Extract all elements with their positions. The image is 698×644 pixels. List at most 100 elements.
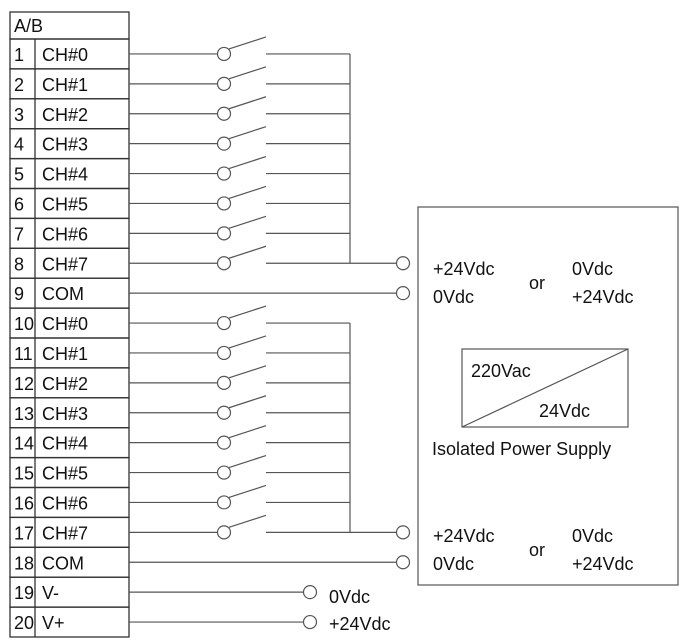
terminal-number: 10 <box>14 314 34 334</box>
terminal-label: CH#3 <box>42 404 88 424</box>
terminal-number: 20 <box>14 613 34 633</box>
ps-terminal <box>395 525 411 540</box>
terminal-header: A/B <box>14 16 43 36</box>
terminal-number: 4 <box>14 135 24 155</box>
vplus-label: +24Vdc <box>329 614 391 634</box>
terminal-number: 18 <box>14 553 34 573</box>
terminal-number: 15 <box>14 464 34 484</box>
power-supply-caption: Isolated Power Supply <box>432 439 611 459</box>
switch-blade <box>228 215 267 229</box>
converter-input: 220Vac <box>471 361 531 381</box>
terminal-label: CH#3 <box>42 135 88 155</box>
ps-terminal <box>395 555 411 570</box>
supply-terminal <box>302 585 318 600</box>
group1-or: or <box>529 273 545 293</box>
group2-a-top: +24Vdc <box>433 526 495 546</box>
group2-b-bottom: +24Vdc <box>572 554 634 574</box>
terminal-number: 2 <box>14 75 24 95</box>
switch-blade <box>228 305 267 319</box>
terminal-number: 13 <box>14 404 34 424</box>
switch-blade <box>228 126 267 140</box>
terminal-label: CH#5 <box>42 195 88 215</box>
terminal-label: V+ <box>42 613 65 633</box>
terminal-number: 5 <box>14 165 24 185</box>
switch-contact <box>216 256 232 271</box>
terminal-label: CH#4 <box>42 165 88 185</box>
group2-b-top: 0Vdc <box>572 526 613 546</box>
terminal-label: CH#0 <box>42 45 88 65</box>
switch-contact <box>216 315 232 331</box>
group1-b-bottom: +24Vdc <box>572 287 634 307</box>
ps-terminal <box>395 256 411 271</box>
terminal-label: CH#7 <box>42 254 88 274</box>
terminal-number: 1 <box>14 45 24 65</box>
converter-output: 24Vdc <box>539 401 590 421</box>
terminal-number: 9 <box>14 284 24 304</box>
group2-or: or <box>529 540 545 560</box>
terminal-number: 8 <box>14 254 24 274</box>
switch-contact <box>216 375 232 390</box>
switch-contact <box>216 106 232 121</box>
switch-contact <box>216 435 232 450</box>
terminal-label: V- <box>42 583 59 603</box>
terminal-number: 14 <box>14 434 34 454</box>
switch-contact <box>216 136 232 151</box>
terminal-label: CH#6 <box>42 494 88 514</box>
group1-a-top: +24Vdc <box>433 259 495 279</box>
switch-blade <box>228 185 267 200</box>
converter-box <box>461 348 629 428</box>
terminal-number: 17 <box>14 523 34 543</box>
terminal-label: CH#1 <box>42 344 88 364</box>
terminal-number: 3 <box>14 105 24 125</box>
switch-contact <box>216 226 232 241</box>
supply-terminal <box>302 614 318 630</box>
terminal-number: 7 <box>14 224 24 244</box>
terminal-label: CH#4 <box>42 434 88 454</box>
switch-contact <box>216 196 232 211</box>
switch-blade <box>228 96 267 110</box>
terminal-label: CH#2 <box>42 374 88 394</box>
terminal-number: 16 <box>14 494 34 514</box>
switch-blade <box>228 335 267 349</box>
terminal-label: COM <box>42 553 84 573</box>
terminal-label: CH#1 <box>42 75 88 95</box>
wiring <box>129 36 411 630</box>
switch-contact <box>216 405 232 420</box>
terminal-number: 11 <box>14 344 33 364</box>
switch-blade <box>228 395 267 409</box>
terminal-number: 12 <box>14 374 34 394</box>
terminal-label: CH#7 <box>42 523 88 543</box>
terminal-label: CH#5 <box>42 464 88 484</box>
switch-contact <box>216 166 232 181</box>
switch-contact <box>216 46 232 62</box>
switch-blade <box>228 66 267 80</box>
switch-blade <box>228 484 267 499</box>
terminal-label: COM <box>42 284 84 304</box>
switch-contact <box>216 495 232 510</box>
group2-a-bottom: 0Vdc <box>433 554 474 574</box>
switch-contact <box>216 525 232 540</box>
group1-b-top: 0Vdc <box>572 259 613 279</box>
switch-blade <box>228 36 267 50</box>
switch-blade <box>228 454 267 469</box>
vminus-label: 0Vdc <box>329 587 370 607</box>
terminal-label: CH#6 <box>42 224 88 244</box>
ps-terminal <box>395 286 411 301</box>
group1-a-bottom: 0Vdc <box>433 287 474 307</box>
switch-blade <box>228 365 267 379</box>
terminal-label: CH#0 <box>42 314 88 334</box>
switch-blade <box>228 245 267 259</box>
switch-blade <box>228 155 267 170</box>
power-supply-box <box>417 206 679 586</box>
terminal-number: 19 <box>14 583 34 603</box>
terminal-number: 6 <box>14 195 24 215</box>
switch-contact <box>216 465 232 480</box>
switch-contact <box>216 76 232 91</box>
switch-contact <box>216 345 232 361</box>
terminal-label: CH#2 <box>42 105 88 125</box>
terminal-rows-grid <box>9 38 130 638</box>
switch-blade <box>228 425 267 439</box>
switch-blade <box>228 514 267 528</box>
